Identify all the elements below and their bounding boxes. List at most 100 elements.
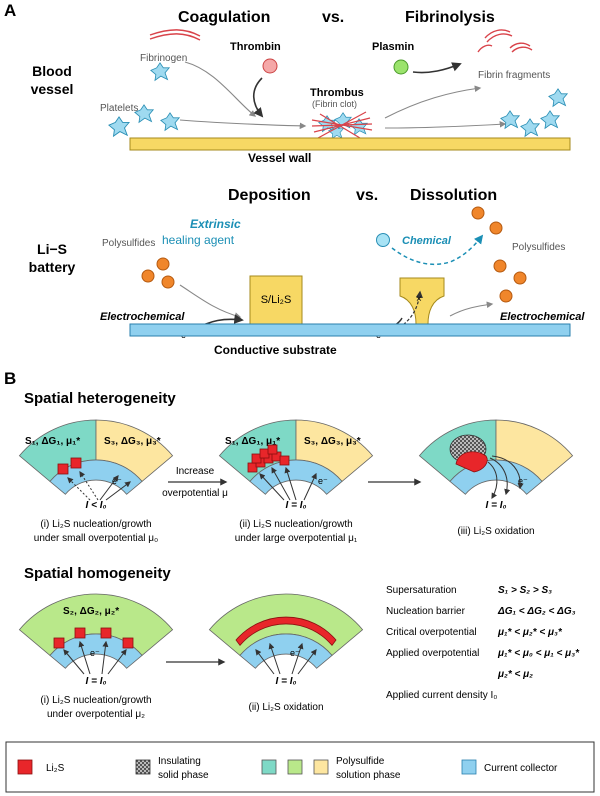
- fan-h-i-nuclei: [53, 627, 134, 649]
- fan-h-ii: [208, 593, 364, 669]
- s-li2s-label: S/Li₂S: [261, 294, 292, 306]
- fan-h-i-electron: e⁻: [90, 648, 100, 658]
- legend-li2s-label: Li₂S: [46, 763, 65, 774]
- extrinsic-label: Extrinsic: [190, 217, 241, 231]
- electrochemical-right-label: Electrochemical: [500, 311, 585, 323]
- fan-h-ii-electron: e⁻: [290, 648, 300, 658]
- clot-to-platelets-arrow: [384, 121, 507, 129]
- healing-agent-label: healing agent: [162, 233, 235, 247]
- lis-label-1: Li−S: [37, 241, 67, 257]
- deposition-title: Deposition: [228, 187, 311, 204]
- spatial-heterogeneity-title: Spatial heterogeneity: [24, 390, 176, 407]
- fan-i-caption-2: under small overpotential μ₀: [34, 533, 158, 544]
- relation-label-3: Applied overpotential: [386, 648, 479, 659]
- panel-a-label: A: [4, 1, 16, 20]
- overpotential-label: overpotential μ: [162, 488, 228, 499]
- fan-i-current: I < I₀: [86, 500, 107, 511]
- fan-h-ii-current: I = I₀: [276, 676, 297, 687]
- relation-label-0: Supersaturation: [386, 585, 457, 596]
- fan-i-nucleus-1: [57, 463, 69, 475]
- electrochemical-left-label: Electrochemical: [100, 311, 185, 323]
- relation-value-1: ΔG₁ < ΔG₂ < ΔG₃: [497, 606, 576, 617]
- legend-polysulfide-label-2: solution phase: [336, 770, 401, 781]
- fibrin-fragments: [477, 29, 533, 53]
- dissolving-deposit: [399, 277, 445, 325]
- fibrinogen-strand: [149, 29, 201, 41]
- spatial-homogeneity-title: Spatial homogeneity: [24, 565, 171, 582]
- vs-label-2: vs.: [356, 187, 378, 204]
- relation-label-5: Applied current density I₀: [386, 690, 497, 701]
- dissolution-title: Dissolution: [410, 187, 497, 204]
- fan-iii-li2s: [455, 451, 488, 473]
- fibrin-fragments-label: Fibrin fragments: [478, 70, 550, 81]
- legend-teal-swatch: [261, 759, 277, 775]
- thrombin-circle: [262, 58, 278, 74]
- platelets-left: [108, 62, 180, 137]
- fan-ii-current: I = I₀: [286, 500, 307, 511]
- relation-value-3: μ₁* < μ₀ < μ₁ < μ₃*: [497, 648, 580, 659]
- legend-polysulfide-label-1: Polysulfide: [336, 756, 385, 767]
- fan-ii-electron-paths: [259, 466, 317, 501]
- relation-value-2: μ₁* < μ₂* < μ₃*: [497, 627, 563, 638]
- fan-h-ii-electron-paths: [255, 642, 317, 675]
- thrombin-label: Thrombin: [230, 41, 281, 53]
- fan-iii-electron-paths: [487, 455, 524, 500]
- fan-iii-electron: e⁻: [518, 476, 528, 486]
- plasmin-circle: [393, 59, 409, 75]
- fan-iii: [418, 419, 574, 495]
- fan-h-i-electron-paths: [63, 640, 127, 675]
- legend-insulating-label-1: Insulating: [158, 756, 201, 767]
- lis-label-2: battery: [29, 259, 76, 275]
- legend-yellow-swatch: [313, 759, 329, 775]
- fan-ii-electron: e⁻: [318, 476, 328, 486]
- fan-h-i-caption-1: (i) Li₂S nucleation/growth: [40, 695, 151, 706]
- fan-i-caption-1: (i) Li₂S nucleation/growth: [40, 519, 151, 530]
- vessel-wall: [129, 137, 571, 151]
- fan-iii-caption: (iii) Li₂S oxidation: [457, 526, 534, 537]
- fan-h-i-caption-2: under overpotential μ₂: [47, 709, 145, 720]
- blocked-mark: ×: [416, 294, 422, 305]
- fan-ii-li2s-cluster: [247, 444, 290, 473]
- thrombus-label: Thrombus: [310, 87, 364, 99]
- fan-i-s1: S₁, ΔG₁, μ₁*: [25, 436, 80, 447]
- fibrinolysis-title: Fibrinolysis: [405, 9, 495, 26]
- relation-label-1: Nucleation barrier: [386, 606, 466, 617]
- fan-h-ii-li2s-layer: [235, 616, 337, 647]
- plasmin-label: Plasmin: [372, 41, 414, 53]
- fan-i-s3: S₃, ΔG₃, μ₃*: [104, 436, 161, 447]
- legend-insulating-swatch: [135, 759, 151, 775]
- fan-h-i-s2: S₂, ΔG₂, μ₂*: [63, 606, 119, 617]
- fan-ii-s3: S₃, ΔG₃, μ₃*: [304, 436, 361, 447]
- platelet-arrow: [179, 119, 307, 130]
- legend-collector-label: Current collector: [484, 763, 558, 774]
- fibrinogen-arrow: [184, 61, 257, 117]
- fibrin-clot-label: (Fibrin clot): [312, 99, 357, 109]
- increase-label: Increase: [176, 466, 215, 477]
- thrombin-arrow: [252, 77, 264, 118]
- platelets-label: Platelets: [100, 103, 138, 114]
- fan-i-nucleus-2: [70, 457, 82, 469]
- relation-value-4: μ₂* < μ₂: [497, 669, 533, 680]
- polysulfide-deposit-arrow: [179, 284, 242, 319]
- conductive-substrate-label: Conductive substrate: [214, 343, 337, 357]
- conductive-substrate: [129, 323, 571, 337]
- relation-label-2: Critical overpotential: [386, 627, 477, 638]
- blood-vessel-label-1: Blood: [32, 63, 72, 79]
- fan-ii-s1: S₁, ΔG₁, μ₁*: [225, 436, 280, 447]
- thrombus-clot: [311, 111, 373, 140]
- polysulfides-right: [471, 206, 527, 303]
- relation-value-0: S₁ > S₂ > S₃: [498, 585, 552, 596]
- legend-li2s-swatch: [17, 759, 33, 775]
- plasmin-arrow: [412, 62, 462, 74]
- chemical-arrow: [391, 234, 484, 266]
- fan-ii-caption-1: (ii) Li₂S nucleation/growth: [239, 519, 352, 530]
- vs-label-1: vs.: [322, 9, 344, 26]
- legend-collector-swatch: [461, 759, 477, 775]
- blood-vessel-label-2: vessel: [31, 81, 74, 97]
- fan-h-i-current: I = I₀: [86, 676, 107, 687]
- fan-i-electron-paths: [67, 470, 99, 501]
- fan-h-ii-caption: (ii) Li₂S oxidation: [248, 702, 323, 713]
- panel-b-label: B: [4, 369, 16, 388]
- vessel-wall-label: Vessel wall: [248, 151, 311, 165]
